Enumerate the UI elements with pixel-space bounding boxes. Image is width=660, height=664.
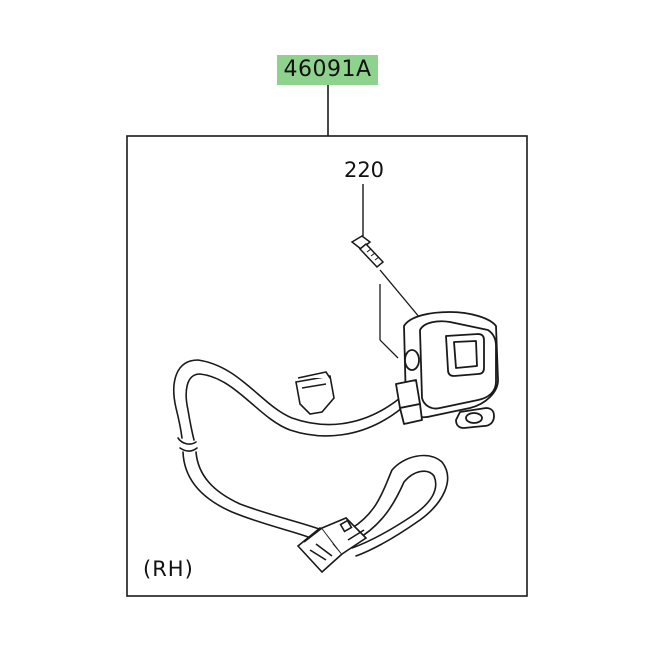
part-number-label[interactable]: 46091A	[277, 55, 378, 85]
wire-harness	[173, 359, 449, 557]
wire-connector[interactable]	[296, 517, 368, 574]
side-connector	[295, 371, 335, 415]
screw-guide-lines	[379, 269, 421, 359]
side-indicator: (RH)	[143, 557, 194, 581]
screw-reference-number[interactable]: 220	[343, 158, 385, 182]
switch-housing[interactable]	[395, 311, 499, 429]
diagram-frame	[126, 135, 528, 597]
screw-220[interactable]	[350, 235, 385, 269]
